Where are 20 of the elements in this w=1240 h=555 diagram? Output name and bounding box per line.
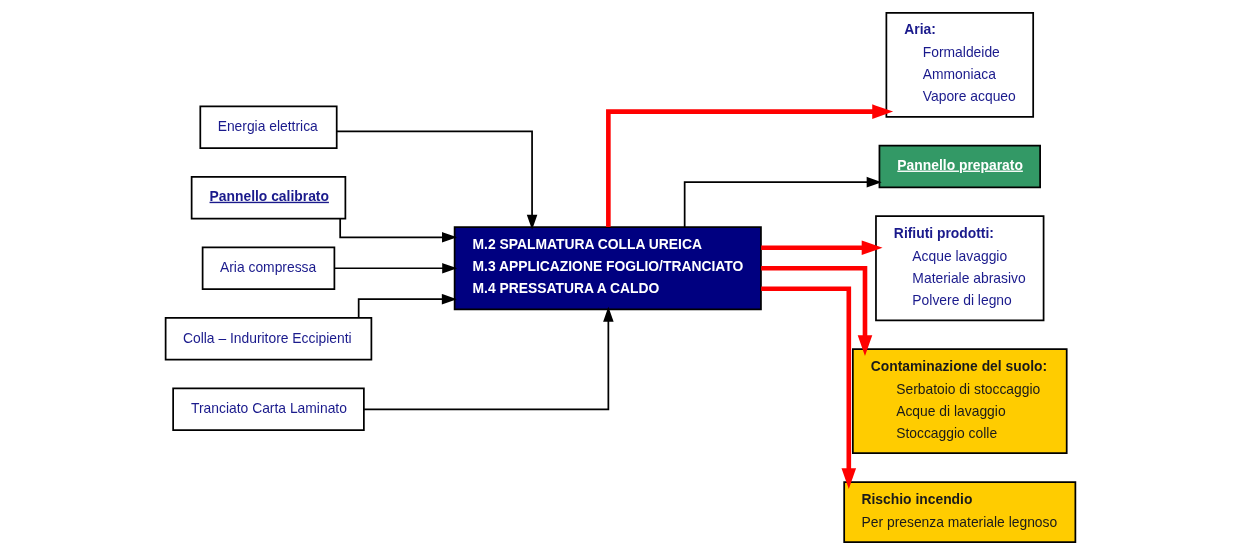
node-box: Tranciato Carta Laminato [171,387,365,431]
arrow [760,286,856,490]
node-box: Pannello calibrato [190,176,346,220]
arrow [333,263,457,274]
arrow [605,104,893,228]
arrow [335,130,537,230]
arrow [760,240,883,256]
arrow [338,218,457,243]
node-box: Rischio incendio Per presenza materiale legnoso [842,481,1076,544]
node-box: M.2 SPALMATURA COLLA UREICA M.3 APPLICAZIONE FOGLIO/TRANCIATO M.4 PRESSATURA A CALDO [453,226,762,311]
node-box: Aria compressa [201,246,335,290]
node-box: Rifiuti prodotti: Acque lavaggio Materiale abrasivo Polvere di legno [874,215,1044,322]
node-box: Energia elettrica [198,105,338,149]
node-box: Contaminazione del suolo: Serbatoio di stoccaggio Acque di lavaggio Stoccaggio colle [851,348,1068,455]
node-box: Pannello preparato [878,144,1041,189]
node-box: Colla – Induritore Eccipienti [164,317,372,361]
arrow [760,265,872,357]
arrow [362,306,614,411]
arrow [683,176,882,229]
node-box: Aria: Formaldeide Ammoniaca Vapore acqueo [885,11,1034,118]
